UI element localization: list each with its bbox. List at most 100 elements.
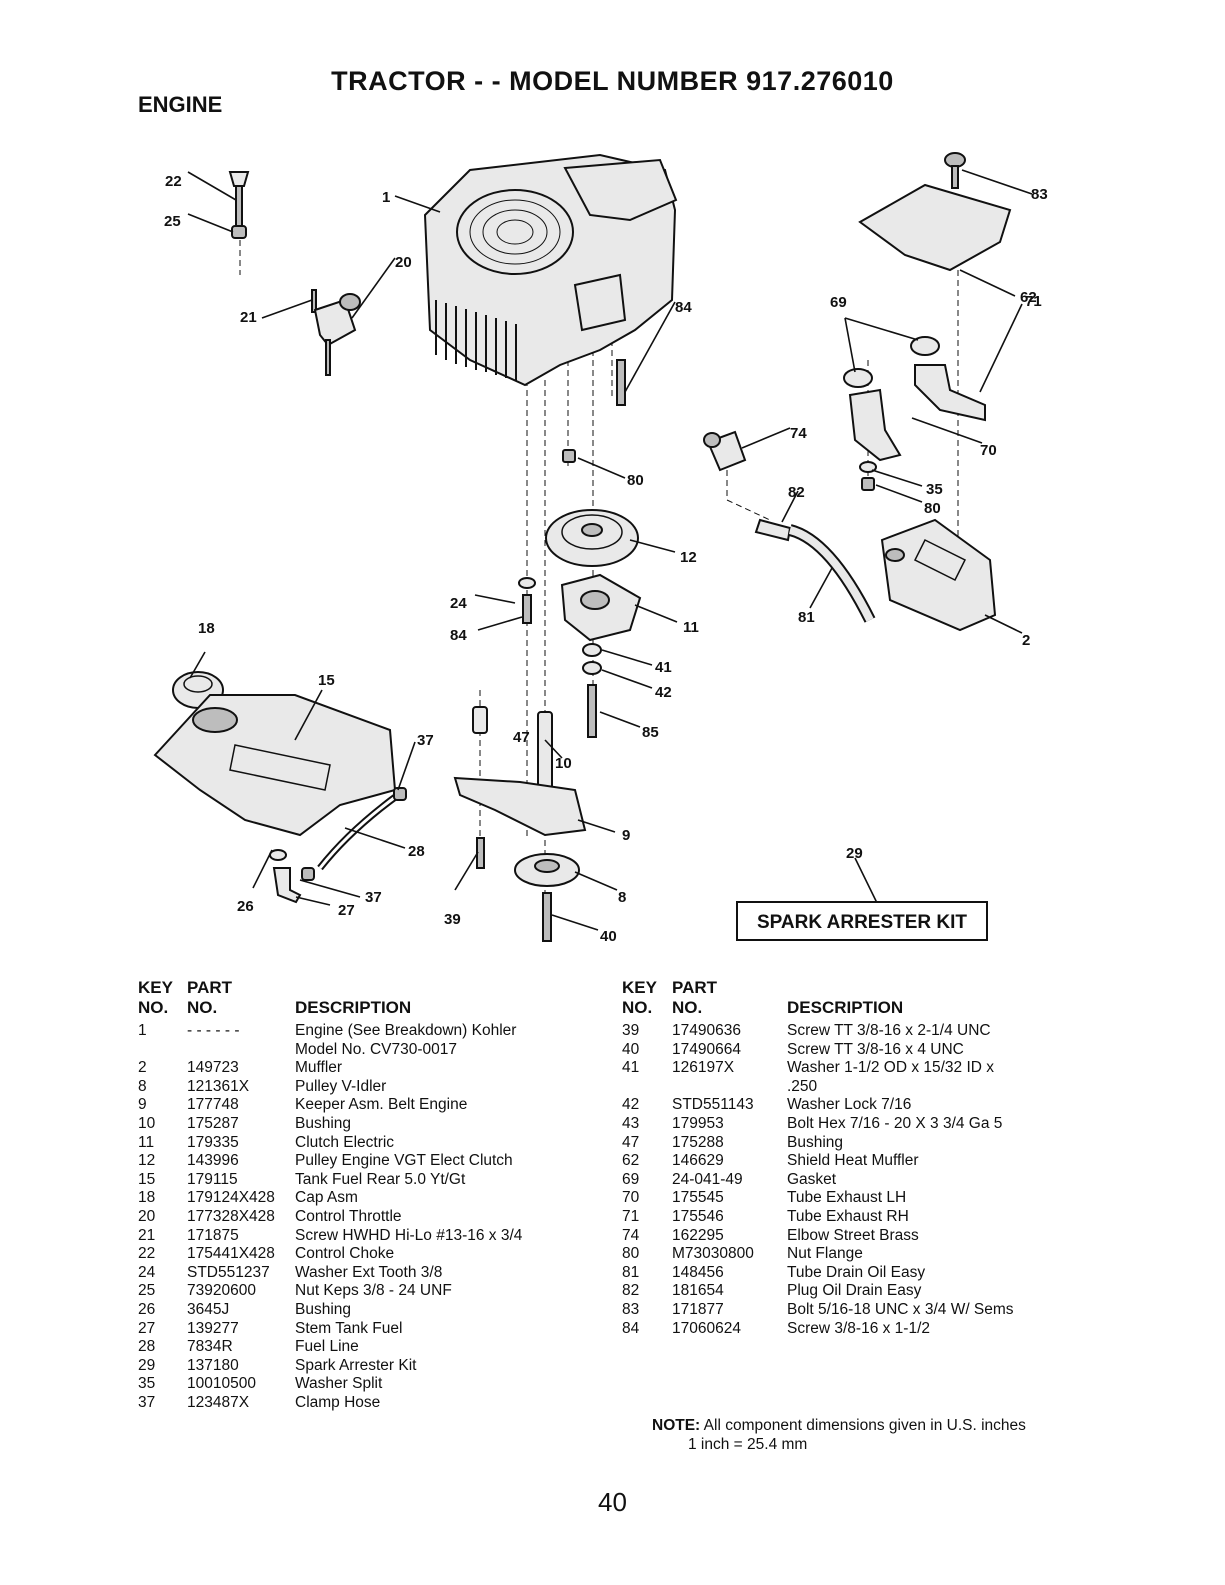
dimension-note: NOTE: All component dimensions given in … xyxy=(652,1416,1026,1454)
callout-28: 28 xyxy=(408,843,425,860)
part-no-cell: 179115 xyxy=(187,1170,238,1188)
key-no-cell: 62 xyxy=(622,1152,640,1170)
idler-pulley-illustration xyxy=(476,837,580,942)
callout-74: 74 xyxy=(790,425,807,442)
key-no-cell: 69 xyxy=(622,1170,640,1188)
callout-8: 8 xyxy=(618,889,626,906)
part-no-cell: 10010500 xyxy=(187,1375,256,1393)
description-cell: Keeper Asm. Belt Engine xyxy=(295,1096,468,1114)
callout-35: 35 xyxy=(926,481,943,498)
description-cell: Washer Split xyxy=(295,1375,383,1393)
callout-20: 20 xyxy=(395,254,412,271)
key-no-cell: 24 xyxy=(138,1263,156,1281)
key-no-cell: 2 xyxy=(138,1059,147,1077)
description-cell: Gasket xyxy=(787,1170,837,1188)
part-no-cell: 179953 xyxy=(672,1114,724,1132)
part-no-cell: 162295 xyxy=(672,1226,724,1244)
part-no-cell: 148456 xyxy=(672,1263,724,1281)
callout-29: 29 xyxy=(846,845,863,862)
key-no-cell: 82 xyxy=(622,1282,640,1300)
description-cell: Tube Exhaust RH xyxy=(787,1207,909,1225)
key-no-cell: 28 xyxy=(138,1338,156,1356)
callout-80-center: 80 xyxy=(627,472,644,489)
description-cell: Screw HWHD Hi-Lo #13-16 x 3/4 xyxy=(295,1226,523,1244)
part-no-cell: 175545 xyxy=(672,1189,724,1207)
callout-1: 1 xyxy=(382,189,390,206)
key-no-cell: 29 xyxy=(138,1356,156,1374)
callout-37-upper: 37 xyxy=(417,732,434,749)
description-header: DESCRIPTION xyxy=(295,998,412,1017)
key-no-cell: 74 xyxy=(622,1226,640,1244)
key-no-cell: 43 xyxy=(622,1114,640,1132)
callout-10: 10 xyxy=(555,755,572,772)
part-no-cell: 177748 xyxy=(187,1096,239,1114)
note-line-1: All component dimensions given in U.S. i… xyxy=(703,1417,1026,1434)
callout-9: 9 xyxy=(622,827,630,844)
description-cell: Bushing xyxy=(787,1133,844,1151)
part-no-cell: 146629 xyxy=(672,1152,724,1170)
description-cell: Cap Asm xyxy=(295,1189,358,1207)
exploded-parts-diagram: 1 2 8 9 10 11 12 15 18 20 21 22 24 25 26… xyxy=(153,152,1048,945)
muffler-illustration xyxy=(880,518,997,632)
key-no-cell: 80 xyxy=(622,1245,640,1263)
key-no-cell: 8 xyxy=(138,1077,147,1095)
note-label: NOTE: xyxy=(652,1417,701,1434)
table-row: 47 175288 Bushing xyxy=(622,1134,1057,1153)
note-line-2: 1 inch = 25.4 mm xyxy=(688,1436,808,1453)
key-no-cell: 1 xyxy=(138,1022,147,1039)
description-cell: Nut Keps 3/8 - 24 UNF xyxy=(295,1282,452,1300)
key-no-cell: 39 xyxy=(622,1022,640,1039)
callout-82: 82 xyxy=(788,484,805,501)
description-cell: Control Choke xyxy=(295,1245,395,1263)
part-no-cell: 17060624 xyxy=(672,1319,741,1337)
key-no-cell: 83 xyxy=(622,1300,640,1318)
callout-41: 41 xyxy=(655,659,672,676)
part-no-cell: 126197X xyxy=(672,1059,735,1077)
leader-lines xyxy=(187,169,1033,931)
table-row: 70 175545 Tube Exhaust LH xyxy=(622,1189,1057,1208)
description-cell: Screw TT 3/8-16 x 2-1/4 UNC xyxy=(787,1022,991,1039)
key-no-cell: 70 xyxy=(622,1189,640,1207)
key-no-cell: 37 xyxy=(138,1393,156,1411)
description-cell: Plug Oil Drain Easy xyxy=(787,1282,922,1300)
description-cell: Muffler xyxy=(295,1059,343,1077)
key-no-cell: 26 xyxy=(138,1300,156,1318)
callout-47: 47 xyxy=(513,729,530,746)
table-row: 39 17490636 Screw TT 3/8-16 x 2-1/4 UNC xyxy=(622,1022,1057,1041)
clutch-bolt-illustration xyxy=(582,643,602,738)
part-no-cell: STD551143 xyxy=(672,1096,754,1114)
gasket-illustration xyxy=(843,336,940,388)
key-no-cell: 47 xyxy=(622,1133,640,1151)
description-cell: Elbow Street Brass xyxy=(787,1226,919,1244)
heat-shield-illustration xyxy=(858,152,1012,272)
description-cell: Tube Exhaust LH xyxy=(787,1189,907,1207)
mounting-hardware-illustration xyxy=(518,359,626,624)
description-cell: Pulley Engine VGT Elect Clutch xyxy=(295,1152,513,1170)
description-cell: Nut Flange xyxy=(787,1245,863,1263)
fuel-tank-illustration xyxy=(153,694,397,837)
part-no-cell: 17490636 xyxy=(672,1022,741,1039)
description-cell: Stem Tank Fuel xyxy=(295,1319,403,1337)
description-cell: Tube Drain Oil Easy xyxy=(787,1263,926,1281)
callout-62: 62 xyxy=(1020,289,1037,306)
part-no-cell: 175288 xyxy=(672,1133,724,1151)
